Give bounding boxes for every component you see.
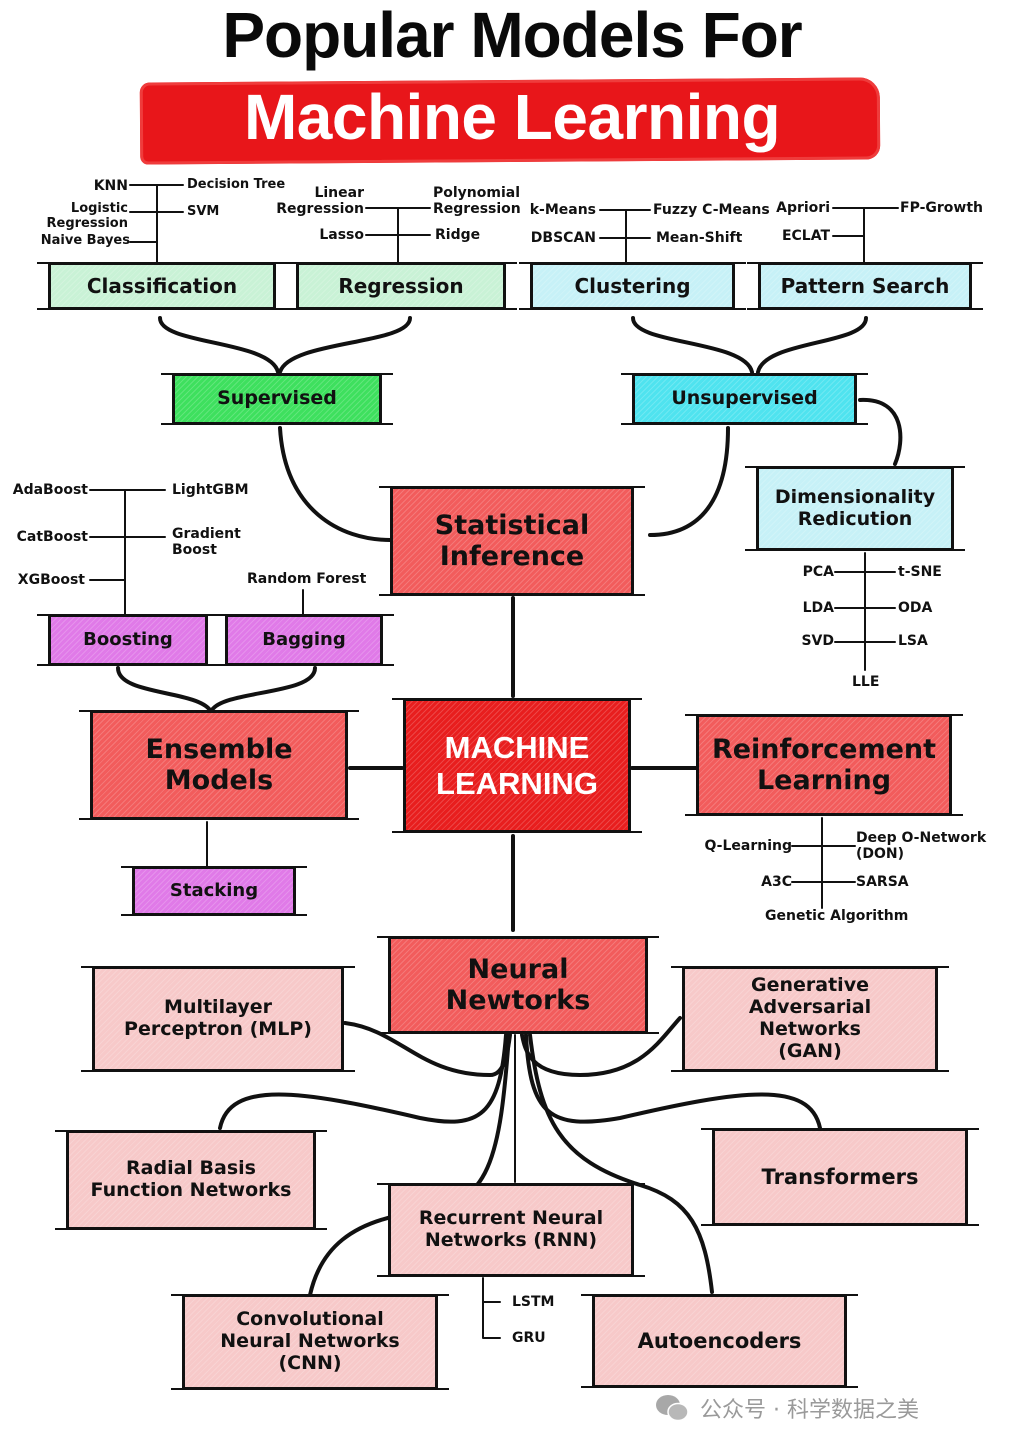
watermark-text: 公众号 · 科学数据之美 [700, 1398, 919, 1423]
leaf-deep-q-network: Deep O-Network (DON) [856, 830, 987, 863]
leaf-svd: SVD [801, 633, 834, 649]
node-classification[interactable]: Classification [37, 262, 287, 310]
leaf-naive-bayes: Naive Bayes [40, 233, 130, 248]
leaf-logistic-regression: Logistic Regression [46, 201, 128, 231]
node-neural-networks[interactable]: Neural Newtorks [377, 936, 659, 1034]
leaf-k-means: k-Means [529, 202, 596, 218]
title-line-1: Popular Models For [222, 0, 802, 71]
leaf-random-forest: Random Forest [247, 571, 367, 587]
leaf-q-learning: Q-Learning [704, 838, 793, 854]
leaf-decision-tree: Decision Tree [187, 177, 286, 192]
wechat-icon [656, 1395, 689, 1422]
leaf-lasso: Lasso [319, 227, 364, 243]
node-supervised[interactable]: Supervised [161, 373, 393, 425]
node-machine-learning[interactable]: MACHINE LEARNING [392, 698, 642, 833]
node-dimensionality-reduction[interactable]: Dimensionality Redicution [745, 466, 965, 551]
leaf-fuzzy-c-means: Fuzzy C-Means [653, 202, 770, 218]
node-stacking[interactable]: Stacking [121, 866, 307, 916]
leaf-ridge: Ridge [435, 227, 481, 243]
node-gan[interactable]: Generative Adversarial Networks (GAN) [671, 966, 949, 1072]
node-ensemble-models[interactable]: Ensemble Models [79, 710, 359, 820]
node-transformers[interactable]: Transformers [701, 1128, 979, 1226]
node-reinforcement-learning[interactable]: Reinforcement Learning [685, 714, 963, 816]
leaf-sarsa: SARSA [856, 874, 909, 890]
node-bagging[interactable]: Bagging [214, 614, 394, 666]
leaf-fp-growth: FP-Growth [900, 200, 983, 216]
leaf-gru: GRU [512, 1330, 546, 1346]
leaf-knn: KNN [93, 178, 128, 194]
leaf-a3c: A3C [761, 874, 792, 890]
leaf-lstm: LSTM [512, 1294, 555, 1310]
node-mlp[interactable]: Multilayer Perceptron (MLP) [81, 966, 355, 1072]
leaf-lda: LDA [802, 600, 834, 616]
node-boosting[interactable]: Boosting [37, 614, 219, 666]
node-pattern-search[interactable]: Pattern Search [747, 262, 983, 310]
leaf-pca: PCA [802, 564, 834, 580]
leaf-catboost: CatBoost [16, 529, 88, 545]
leaf-t-sne: t-SNE [898, 564, 942, 580]
leaf-lsa: LSA [898, 633, 928, 649]
leaf-lle: LLE [852, 674, 880, 690]
leaf-oda: ODA [898, 600, 933, 616]
leaf-polynomial-regression: Polynomial Regression [433, 185, 521, 218]
leaf-apriori: Apriori [776, 200, 830, 216]
leaf-xgboost: XGBoost [17, 572, 85, 588]
node-statistical-inference[interactable]: Statistical Inference [379, 486, 645, 596]
leaf-adaboost: AdaBoost [12, 482, 88, 498]
node-cnn[interactable]: Convolutional Neural Networks (CNN) [171, 1294, 449, 1390]
leaf-eclat: ECLAT [781, 228, 830, 244]
leaf-svm: SVM [187, 204, 220, 219]
leaf-mean-shift: Mean-Shift [656, 230, 743, 246]
node-rnn[interactable]: Recurrent Neural Networks (RNN) [377, 1183, 645, 1277]
node-clustering[interactable]: Clustering [519, 262, 746, 310]
leaf-dbscan: DBSCAN [530, 230, 596, 246]
title-line-2: Machine Learning [243, 81, 781, 153]
leaf-genetic-algorithm: Genetic Algorithm [765, 908, 909, 924]
leaf-lightgbm: LightGBM [172, 482, 249, 498]
leaf-gradient-boost: Gradient Boost [172, 526, 241, 559]
node-autoencoders[interactable]: Autoencoders [581, 1294, 858, 1388]
node-rbf[interactable]: Radial Basis Function Networks [55, 1130, 327, 1230]
leaf-linear-regression: Linear Regression [276, 185, 364, 218]
node-regression[interactable]: Regression [285, 262, 517, 310]
node-unsupervised[interactable]: Unsupervised [621, 373, 868, 425]
